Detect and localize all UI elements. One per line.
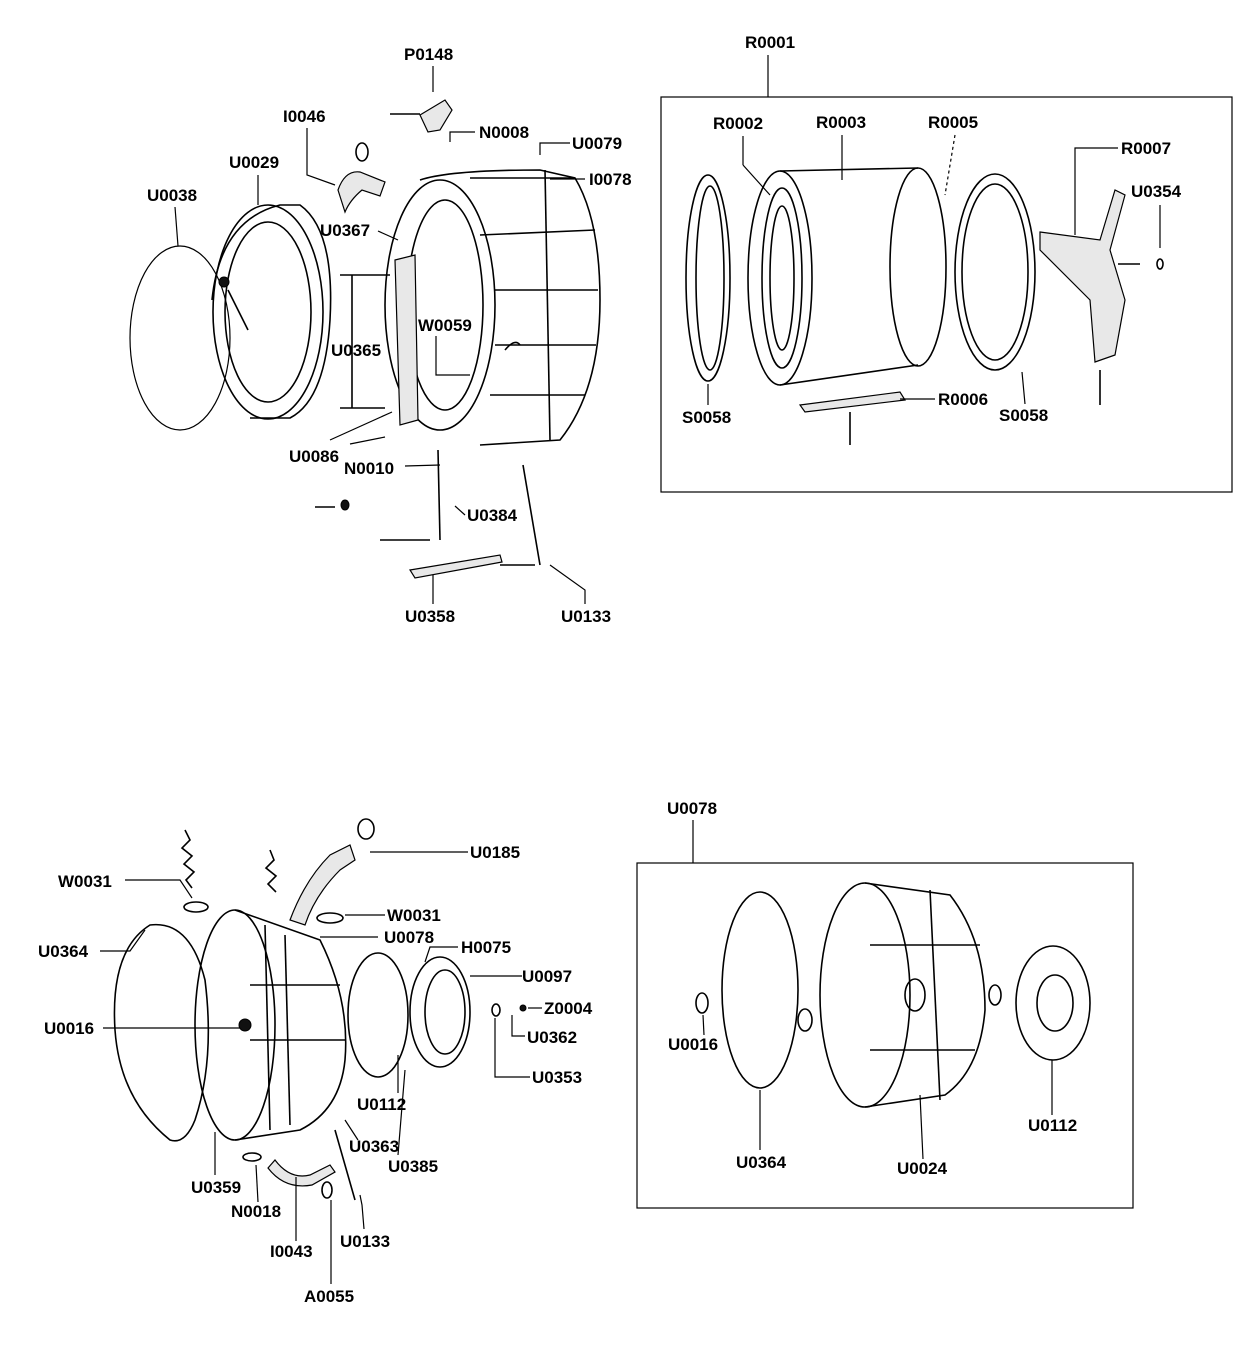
label-u0016-right: U0016 bbox=[668, 1035, 719, 1054]
drum-back-ring-part bbox=[954, 173, 1036, 371]
drum-gasket-left-part bbox=[685, 174, 731, 382]
bellows-hose-part bbox=[289, 818, 375, 926]
label-i0078: I0078 bbox=[589, 170, 632, 189]
hose-elbow-part bbox=[337, 142, 386, 214]
drum-lifter-part bbox=[798, 391, 907, 445]
label-n0018: N0018 bbox=[231, 1202, 282, 1221]
tub-bracket-part bbox=[340, 254, 419, 426]
label-w0059: W0059 bbox=[418, 316, 472, 335]
springs-part bbox=[180, 829, 278, 913]
label-u0112-left: U0112 bbox=[357, 1095, 407, 1114]
label-u0362: U0362 bbox=[527, 1028, 578, 1047]
rear-tub-right-part bbox=[819, 882, 1002, 1108]
label-u0354: U0354 bbox=[1131, 182, 1182, 201]
label-p0148: P0148 bbox=[404, 45, 454, 64]
door-gasket-part bbox=[129, 245, 231, 431]
label-u0024: U0024 bbox=[897, 1159, 948, 1178]
rotor-stator-part bbox=[347, 952, 527, 1078]
label-h0075: H0075 bbox=[461, 938, 512, 957]
label-u0016-left: U0016 bbox=[44, 1019, 95, 1038]
label-u0367: U0367 bbox=[320, 221, 371, 240]
front-tub-ring-part bbox=[211, 204, 332, 420]
outer-tub-front-part bbox=[384, 169, 601, 446]
label-u0385: U0385 bbox=[388, 1157, 439, 1176]
drum-assembly-box bbox=[660, 96, 1233, 493]
label-r0001: R0001 bbox=[745, 33, 796, 52]
label-u0364-left: U0364 bbox=[38, 942, 89, 961]
label-r0007: R0007 bbox=[1121, 139, 1172, 158]
drain-hose-part bbox=[242, 1129, 356, 1201]
label-w0031-right: W0031 bbox=[387, 906, 441, 925]
label-z0004: Z0004 bbox=[544, 999, 593, 1018]
tub-cover-part bbox=[390, 99, 453, 133]
label-w0031-left: W0031 bbox=[58, 872, 112, 891]
label-u0359: U0359 bbox=[191, 1178, 242, 1197]
label-i0043: I0043 bbox=[270, 1242, 313, 1261]
label-r0006: R0006 bbox=[938, 390, 989, 409]
rear-gasket-part bbox=[113, 923, 210, 1142]
tub-assembly-box bbox=[636, 862, 1134, 1209]
label-a0055: A0055 bbox=[304, 1287, 355, 1306]
label-u0384: U0384 bbox=[467, 506, 518, 525]
label-u0078-box: U0078 bbox=[667, 799, 718, 818]
label-r0003: R0003 bbox=[816, 113, 867, 132]
drum-spider-part bbox=[1039, 189, 1164, 405]
label-r0005: R0005 bbox=[928, 113, 979, 132]
drum-part bbox=[747, 167, 947, 386]
tub-gasket-right-part bbox=[695, 891, 813, 1089]
label-u0078-mid: U0078 bbox=[384, 928, 435, 947]
label-s0058-right: S0058 bbox=[999, 406, 1049, 425]
label-u0029: U0029 bbox=[229, 153, 280, 172]
label-u0079: U0079 bbox=[572, 134, 623, 153]
label-r0002: R0002 bbox=[713, 114, 764, 133]
label-n0008: N0008 bbox=[479, 123, 530, 142]
label-u0133-bottom: U0133 bbox=[340, 1232, 391, 1251]
label-u0097: U0097 bbox=[522, 967, 573, 986]
stator-right-part bbox=[1015, 945, 1091, 1061]
label-n0010: N0010 bbox=[344, 459, 395, 478]
label-u0364-right: U0364 bbox=[736, 1153, 787, 1172]
label-u0365: U0365 bbox=[331, 341, 382, 360]
label-s0058-left: S0058 bbox=[682, 408, 732, 427]
leader-lines bbox=[100, 55, 1161, 1284]
label-u0038: U0038 bbox=[147, 186, 198, 205]
label-u0185: U0185 bbox=[470, 843, 521, 862]
label-u0086: U0086 bbox=[289, 447, 340, 466]
label-u0353: U0353 bbox=[532, 1068, 583, 1087]
label-u0112-right: U0112 bbox=[1028, 1116, 1078, 1135]
label-u0363: U0363 bbox=[349, 1137, 400, 1156]
label-u0133-top: U0133 bbox=[561, 607, 612, 626]
rear-tub-part bbox=[194, 909, 347, 1141]
label-u0358: U0358 bbox=[405, 607, 456, 626]
label-i0046: I0046 bbox=[283, 107, 326, 126]
